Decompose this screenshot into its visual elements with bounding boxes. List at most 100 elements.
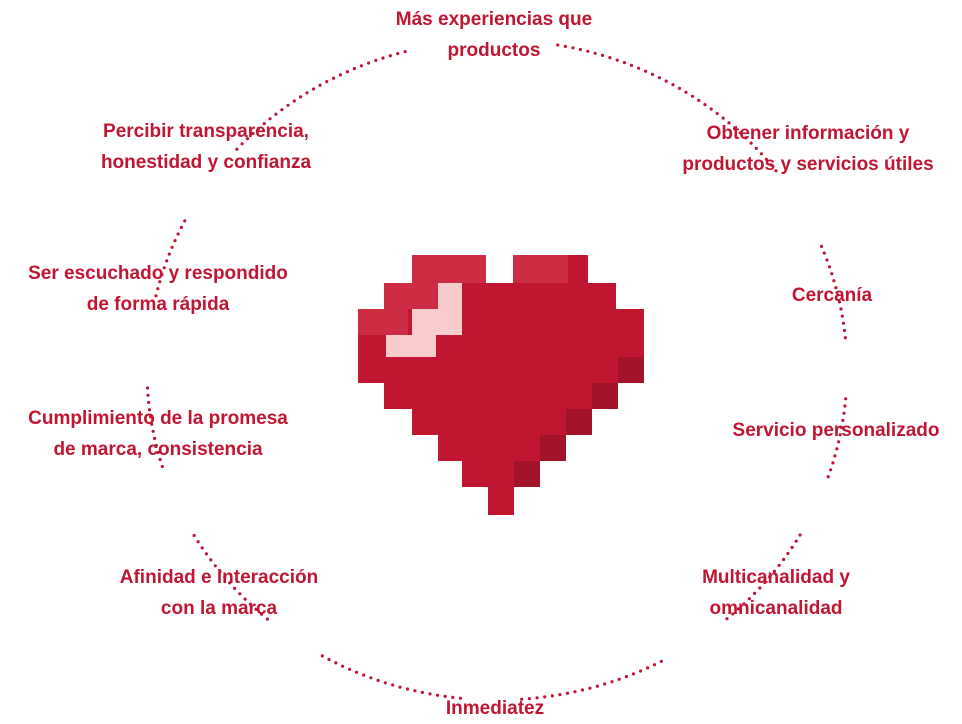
ring-dot bbox=[659, 659, 663, 664]
ring-dot bbox=[196, 540, 200, 544]
ring-dot bbox=[535, 696, 539, 700]
ring-dot bbox=[345, 70, 349, 74]
ring-dot bbox=[721, 116, 725, 120]
ring-dot bbox=[617, 677, 621, 681]
ring-dot bbox=[841, 321, 846, 325]
ring-dot bbox=[790, 545, 794, 550]
ring-dot bbox=[204, 552, 208, 556]
ring-dot bbox=[543, 695, 547, 699]
ring-dot bbox=[150, 422, 154, 426]
ring-dot bbox=[235, 147, 239, 151]
ring-dot bbox=[228, 581, 232, 585]
ring-dot bbox=[768, 575, 772, 579]
ring-dot bbox=[218, 570, 222, 574]
pixel-heart-icon bbox=[358, 255, 644, 515]
ring-dot bbox=[747, 597, 751, 601]
ring-dot bbox=[573, 690, 577, 694]
ring-dot bbox=[520, 697, 524, 701]
label-servicio-personalizado: Servicio personalizado bbox=[732, 420, 940, 441]
ring-dot bbox=[727, 121, 731, 125]
ring-dot bbox=[160, 273, 164, 277]
ring-dot bbox=[352, 67, 356, 71]
ring-dot bbox=[398, 685, 402, 689]
ring-dot bbox=[835, 447, 839, 451]
ring-dot bbox=[601, 53, 605, 58]
ring-dot bbox=[299, 95, 303, 99]
ring-dot bbox=[826, 475, 830, 479]
ring-dot bbox=[749, 141, 753, 145]
ring-dot bbox=[213, 564, 217, 568]
ring-dot bbox=[173, 239, 177, 243]
ring-dot bbox=[405, 687, 410, 691]
ring-dot bbox=[822, 251, 826, 255]
ring-dot bbox=[233, 586, 237, 591]
ring-dot bbox=[248, 602, 253, 606]
ring-dot bbox=[158, 280, 162, 284]
ring-dot bbox=[624, 675, 629, 679]
ring-dot bbox=[311, 87, 316, 91]
ring-dot bbox=[782, 557, 786, 562]
ring-dot bbox=[243, 597, 247, 601]
ring-dot bbox=[274, 112, 278, 116]
ring-dot bbox=[629, 63, 634, 67]
ring-dot bbox=[731, 612, 735, 616]
ring-dot bbox=[794, 539, 798, 543]
ring-dot bbox=[697, 98, 701, 102]
ring-dot bbox=[458, 696, 462, 700]
ring-dot bbox=[677, 86, 682, 90]
ring-dot bbox=[842, 411, 846, 415]
ring-dot bbox=[381, 56, 385, 60]
ring-dot bbox=[652, 663, 657, 667]
ring-dot bbox=[176, 232, 180, 236]
ring-dot bbox=[147, 408, 152, 412]
ring-dot bbox=[550, 694, 554, 698]
ring-dot bbox=[664, 79, 668, 83]
ring-dot bbox=[147, 400, 151, 405]
ring-dot bbox=[769, 163, 773, 167]
ring-dot bbox=[736, 607, 741, 611]
ring-dot bbox=[742, 602, 746, 606]
ring-dot bbox=[338, 73, 342, 77]
ring-dot bbox=[733, 126, 737, 130]
ring-dot bbox=[443, 694, 447, 699]
ring-dot bbox=[588, 686, 592, 690]
ring-dot bbox=[837, 300, 842, 304]
ring-dot bbox=[753, 591, 757, 596]
ring-dot bbox=[292, 99, 296, 103]
ring-dot bbox=[156, 450, 160, 455]
ring-dot bbox=[183, 219, 187, 223]
ring-dot bbox=[777, 563, 781, 568]
ring-dot bbox=[608, 56, 612, 60]
ring-dot bbox=[834, 286, 838, 290]
ring-dot bbox=[162, 266, 166, 270]
ring-dot bbox=[376, 678, 380, 683]
ring-dot bbox=[798, 533, 802, 537]
ring-dot bbox=[839, 307, 843, 311]
ring-dot bbox=[622, 61, 627, 65]
label-percibir-transparencia: Percibir transparencia,honestidad y conf… bbox=[100, 121, 312, 173]
ring-dot bbox=[320, 654, 324, 658]
ring-dot bbox=[341, 664, 345, 668]
ring-dot bbox=[192, 533, 196, 538]
ring-dot bbox=[563, 44, 567, 49]
ring-dot bbox=[819, 244, 824, 248]
ring-dot bbox=[260, 612, 264, 616]
ring-dot bbox=[774, 169, 778, 173]
ring-dot bbox=[580, 688, 585, 692]
ring-dot bbox=[391, 683, 395, 687]
ring-dot bbox=[158, 457, 162, 462]
ring-dot bbox=[280, 108, 284, 112]
ring-dot bbox=[843, 336, 847, 340]
label-inmediatez: Inmediatez bbox=[445, 698, 545, 719]
ring-dot bbox=[837, 440, 841, 444]
ring-dot bbox=[841, 418, 845, 422]
ring-dot bbox=[637, 66, 641, 70]
ring-dot bbox=[709, 107, 713, 111]
ring-dot bbox=[657, 76, 662, 80]
ring-dot bbox=[403, 50, 407, 54]
